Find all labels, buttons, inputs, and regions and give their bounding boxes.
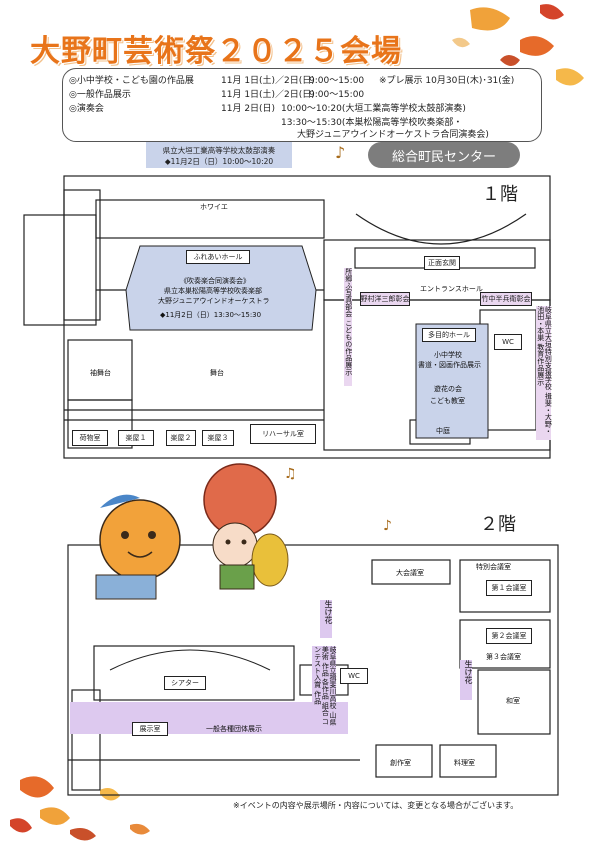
stage-label: 舞台 bbox=[210, 369, 224, 377]
schedule-time: 9:00〜15:00 bbox=[309, 76, 365, 86]
taiko-info-box: 県立大垣工業高等学校太鼓部演奏 ◆11月2日（日）10:00〜10:20 bbox=[146, 142, 292, 168]
hall-line: 《吹奏楽合同演奏会》 bbox=[180, 277, 250, 285]
autumn-leaves-decoration bbox=[452, 4, 584, 86]
front-entrance: 正面玄関 bbox=[424, 256, 460, 270]
hall-line: 県立本巣松陽高等学校吹奏楽部 bbox=[164, 287, 262, 295]
ikebana-label: 生け花 bbox=[320, 600, 333, 638]
floor2-plan bbox=[67, 544, 559, 796]
schedule-name: ◎一般作品展示 bbox=[69, 90, 131, 100]
bottom-leaves-decoration bbox=[10, 776, 150, 841]
taiko-date: ◆11月2日（日）10:00〜10:20 bbox=[164, 157, 274, 166]
fureai-hall-shape bbox=[125, 245, 317, 331]
wc-floor1: WC bbox=[494, 334, 522, 350]
conf1-room: 第１会議室 bbox=[486, 580, 532, 596]
music-note-icon: ♪ bbox=[335, 143, 345, 162]
wc-floor2: WC bbox=[340, 668, 368, 684]
schedule-extra: ※プレ展示 10月30日(木)･31(金) bbox=[379, 76, 515, 86]
large-conf-label: 大会議室 bbox=[396, 569, 424, 577]
cooking-room-label: 料理室 bbox=[454, 759, 475, 767]
multipurpose-hall-shape bbox=[415, 323, 489, 439]
f2-vertical-exhibit: 岐阜県立揖斐川高校 山県 美術 作品 各作品 組合 コンテスト入賞 作品 bbox=[312, 646, 337, 730]
schedule-time: 9:00〜15:00 bbox=[309, 90, 365, 100]
courtyard-label: 中庭 bbox=[436, 427, 450, 435]
gakuya2-room: 楽屋２ bbox=[166, 430, 196, 446]
schedule-name: ◎小中学校・こども園の作品展 bbox=[69, 76, 194, 86]
schedule-time: 13:30〜15:30(本巣松陽高等学校吹奏楽部・ bbox=[281, 118, 463, 128]
music-note-icon: ♪ bbox=[383, 518, 392, 534]
conf3-label: 第３会議室 bbox=[486, 653, 521, 661]
theater-label: シアター bbox=[164, 676, 206, 690]
rose-mascot-illustration bbox=[203, 463, 289, 590]
multipurpose-line: こども教室 bbox=[430, 397, 465, 405]
fureai-hall-name: ふれあいホール bbox=[186, 250, 250, 264]
storage-room: 荷物室 bbox=[72, 430, 108, 446]
exhibition-room: 展示室 bbox=[132, 722, 168, 736]
schedule-box: ◎小中学校・こども園の作品展 11月 1日(土)／2日(日) 9:00〜15:0… bbox=[62, 68, 542, 142]
hall-line: ◆11月2日（日）13:30〜15:30 bbox=[160, 311, 262, 319]
right-vertical-exhibit: 岐阜県立大垣特別支援学校 揖斐・大野・池田・本巣 教育作品展示 bbox=[536, 306, 552, 440]
floor2-label: ２階 bbox=[480, 514, 516, 535]
special-conf-label: 特別会議室 bbox=[476, 563, 511, 571]
schedule-date: 11月 1日(土)／2日(日) bbox=[221, 76, 315, 86]
floor1-label: １階 bbox=[482, 184, 518, 205]
multipurpose-line: 遊花の会 bbox=[434, 385, 462, 393]
taiko-title: 県立大垣工業高等学校太鼓部演奏 bbox=[162, 146, 276, 155]
music-note-icon: ♫ bbox=[284, 466, 297, 482]
exhibition-band bbox=[70, 702, 348, 734]
foyer-label: ホワイエ bbox=[200, 203, 228, 211]
multipurpose-line: 小中学校 bbox=[434, 351, 462, 359]
left-vertical-exhibit: 所郷ふ写真部会 こどもの作品展示 bbox=[344, 268, 353, 386]
entrance-hall-label: エントランスホール bbox=[420, 285, 483, 293]
ikebana-label: 生け花 bbox=[460, 660, 473, 700]
orange-mascot-illustration bbox=[95, 494, 181, 600]
theater-arc bbox=[109, 649, 271, 671]
creative-room-label: 創作室 bbox=[390, 759, 411, 767]
multipurpose-hall-name: 多目的ホール bbox=[422, 328, 476, 342]
hall-line: 大野ジュニアウインドオーケストラ bbox=[158, 297, 270, 305]
general-exhibit-label: 一般各種団体展示 bbox=[206, 725, 262, 733]
gakuya1-room: 楽屋１ bbox=[118, 430, 154, 446]
schedule-name: ◎演奏会 bbox=[69, 104, 104, 114]
conf2-room: 第２会議室 bbox=[486, 628, 532, 644]
schedule-time: 大野ジュニアウインドオーケストラ合同演奏会) bbox=[297, 130, 489, 140]
rehearsal-room: リハーサル室 bbox=[250, 424, 316, 444]
page-title: 大野町芸術祭２０２５会場 bbox=[30, 34, 402, 69]
nomura-exhibit: 野村洋三郎彰会 bbox=[360, 292, 410, 306]
venue-badge: 総合町民センター bbox=[368, 142, 520, 168]
takenaka-exhibit: 竹中半兵衛彰会 bbox=[480, 292, 532, 306]
sode-label: 袖舞台 bbox=[90, 369, 111, 377]
schedule-date: 11月 2日(日) bbox=[221, 104, 276, 114]
multipurpose-line: 書道・図画作品展示 bbox=[418, 361, 481, 369]
gakuya3-room: 楽屋３ bbox=[202, 430, 234, 446]
schedule-date: 11月 1日(土)／2日(日) bbox=[221, 90, 315, 100]
disclaimer-note: ※イベントの内容や展示場所・内容については、変更となる場合がございます。 bbox=[233, 801, 519, 810]
japanese-room-label: 和室 bbox=[506, 697, 520, 705]
schedule-time: 10:00〜10:20(大垣工業高等学校太鼓部演奏) bbox=[281, 104, 466, 114]
